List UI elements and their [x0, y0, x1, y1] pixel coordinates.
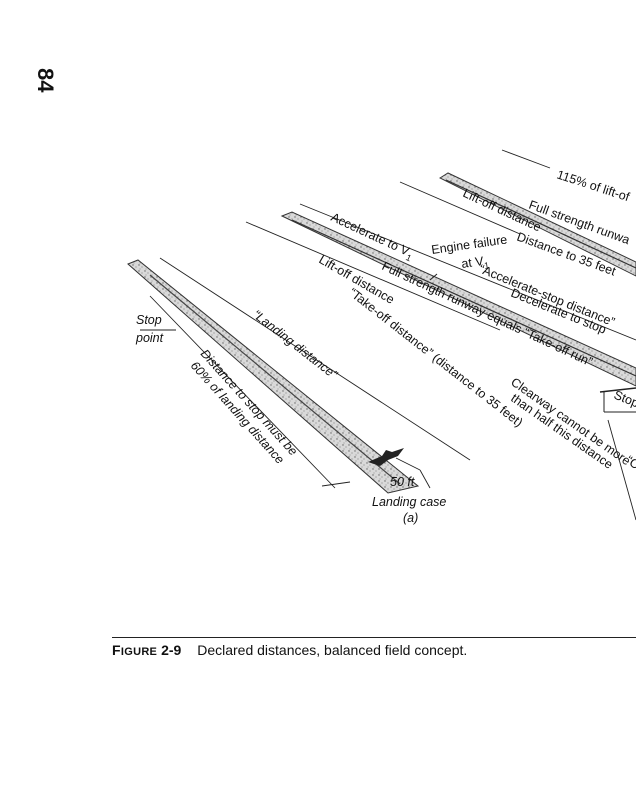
- caption-rule: [112, 637, 636, 638]
- landing-case-label: Landing case: [372, 495, 446, 509]
- caption-text: Declared distances, balanced field conce…: [197, 642, 468, 658]
- clearway-label-1: Clearway cannot be more: [508, 375, 633, 468]
- aircraft-icon: [368, 448, 404, 466]
- stop-point-label-1: Stop: [136, 313, 162, 327]
- stop-point-label-2: point: [135, 331, 164, 345]
- figure-number: 2-9: [161, 642, 182, 658]
- pct-liftoff-label: 115% of lift-of: [555, 168, 632, 205]
- figure-caption: FIGURE 2-9 Declared distances, balanced …: [112, 642, 467, 658]
- top-runway: [399, 149, 636, 277]
- stop-cut-label: Stop: [612, 388, 636, 411]
- height-50ft-label: 50 ft: [390, 475, 415, 489]
- engine-failure-label-2: at V1: [460, 253, 489, 274]
- landing-case-letter: (a): [403, 511, 418, 525]
- landing-runway: [127, 257, 471, 494]
- clearway-label-2: than half this distance: [508, 391, 615, 472]
- engine-failure-label-1: Engine failure: [430, 232, 508, 257]
- figure-label: FIGURE: [112, 642, 158, 658]
- takeoff-runway: [245, 203, 636, 521]
